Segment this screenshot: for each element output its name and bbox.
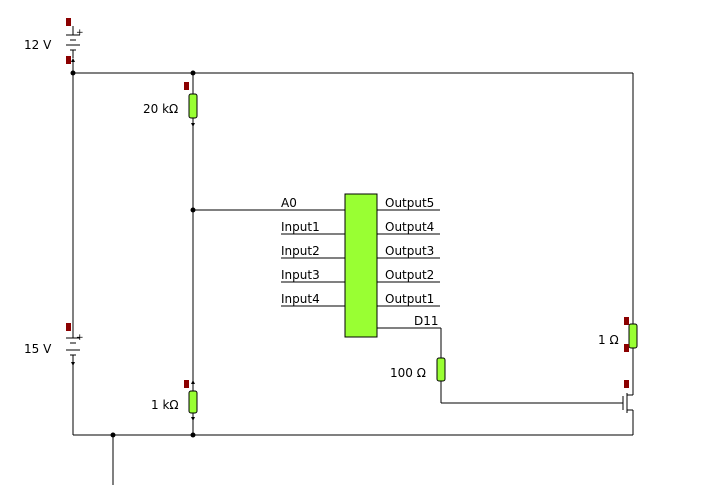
resistor-100[interactable]: 100 Ω [390,355,446,383]
svg-text:+: + [76,28,84,38]
resistor-20k-label: 20 kΩ [143,102,178,116]
junction-dot [70,70,76,76]
resistor-1[interactable]: 1 Ω [598,317,638,354]
junction-dot [190,432,196,438]
pin-label-output4: Output4 [385,220,434,234]
terminal-marker [624,344,629,352]
terminal-marker [66,18,71,26]
svg-text:+: + [76,333,84,343]
junctions [70,70,196,438]
junction-dot [110,432,116,438]
pin-label-d11: D11 [414,314,439,328]
chip-body [344,193,378,338]
resistor-1k-label: 1 kΩ [151,398,179,412]
pin-label-input4: Input4 [281,292,320,306]
pin-label-input3: Input3 [281,268,320,282]
resistor-20k[interactable]: 20 kΩ [143,82,198,126]
battery-15v-label: 15 V [24,342,52,356]
resistor-body [188,390,198,414]
pin-label-output3: Output3 [385,244,434,258]
resistor-body [188,93,198,119]
terminal-marker [66,323,71,331]
junction-dot [190,207,196,213]
mosfet-transistor[interactable] [620,380,634,415]
resistor-1k[interactable]: 1 kΩ [151,380,198,422]
junction-dot [190,70,196,76]
microcontroller-chip[interactable]: A0 Input1 Input2 Input3 Input4 Output5 O… [281,193,440,338]
resistor-body [436,357,446,382]
pin-label-input2: Input2 [281,244,320,258]
terminal-marker [66,56,71,64]
terminal-marker [184,380,189,388]
pin-label-output2: Output2 [385,268,434,282]
terminal-marker [624,380,629,388]
wires [72,62,634,485]
battery-12v[interactable]: + 12 V [24,18,84,64]
battery-12v-label: 12 V [24,38,52,52]
terminal-ticks [71,58,195,421]
resistor-100-label: 100 Ω [390,366,426,380]
pin-label-a0: A0 [281,196,297,210]
pin-label-output5: Output5 [385,196,434,210]
battery-15v[interactable]: + 15 V [24,323,84,368]
resistor-body [628,323,638,349]
terminal-marker [624,317,629,325]
pin-label-input1: Input1 [281,220,320,234]
resistor-1-label: 1 Ω [598,333,619,347]
pin-label-output1: Output1 [385,292,434,306]
terminal-marker [184,82,189,90]
